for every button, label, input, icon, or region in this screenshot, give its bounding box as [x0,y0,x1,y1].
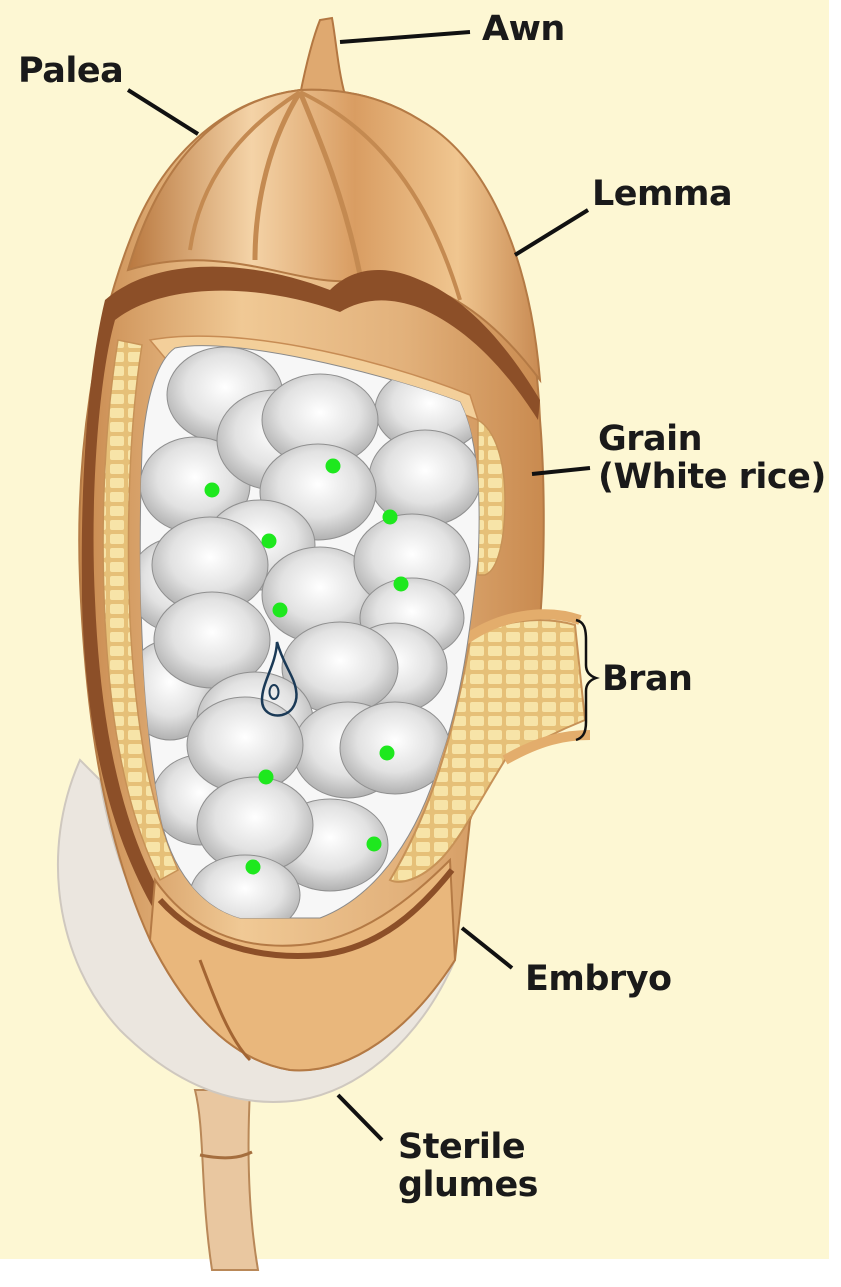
label-sterile-line2: glumes [398,1166,538,1204]
green-dot-icon [380,746,395,761]
label-lemma: Lemma [592,175,732,213]
green-dot-icon [326,459,341,474]
green-dot-icon [367,837,382,852]
label-grain-line1: Grain [598,420,826,458]
label-sterile-glumes: Sterile glumes [398,1128,538,1204]
label-sterile-line1: Sterile [398,1128,538,1166]
green-dot-icon [259,770,274,785]
green-dot-icon [273,603,288,618]
label-embryo: Embryo [525,960,672,998]
green-dot-icon [262,534,277,549]
label-grain: Grain (White rice) [598,420,826,496]
label-grain-line2: (White rice) [598,458,826,496]
label-palea: Palea [18,52,123,90]
green-dot-icon [383,510,398,525]
green-dot-icon [205,483,220,498]
label-bran: Bran [602,660,692,698]
green-dot-icon [394,577,409,592]
label-awn: Awn [482,10,565,48]
green-dot-icon [246,860,261,875]
